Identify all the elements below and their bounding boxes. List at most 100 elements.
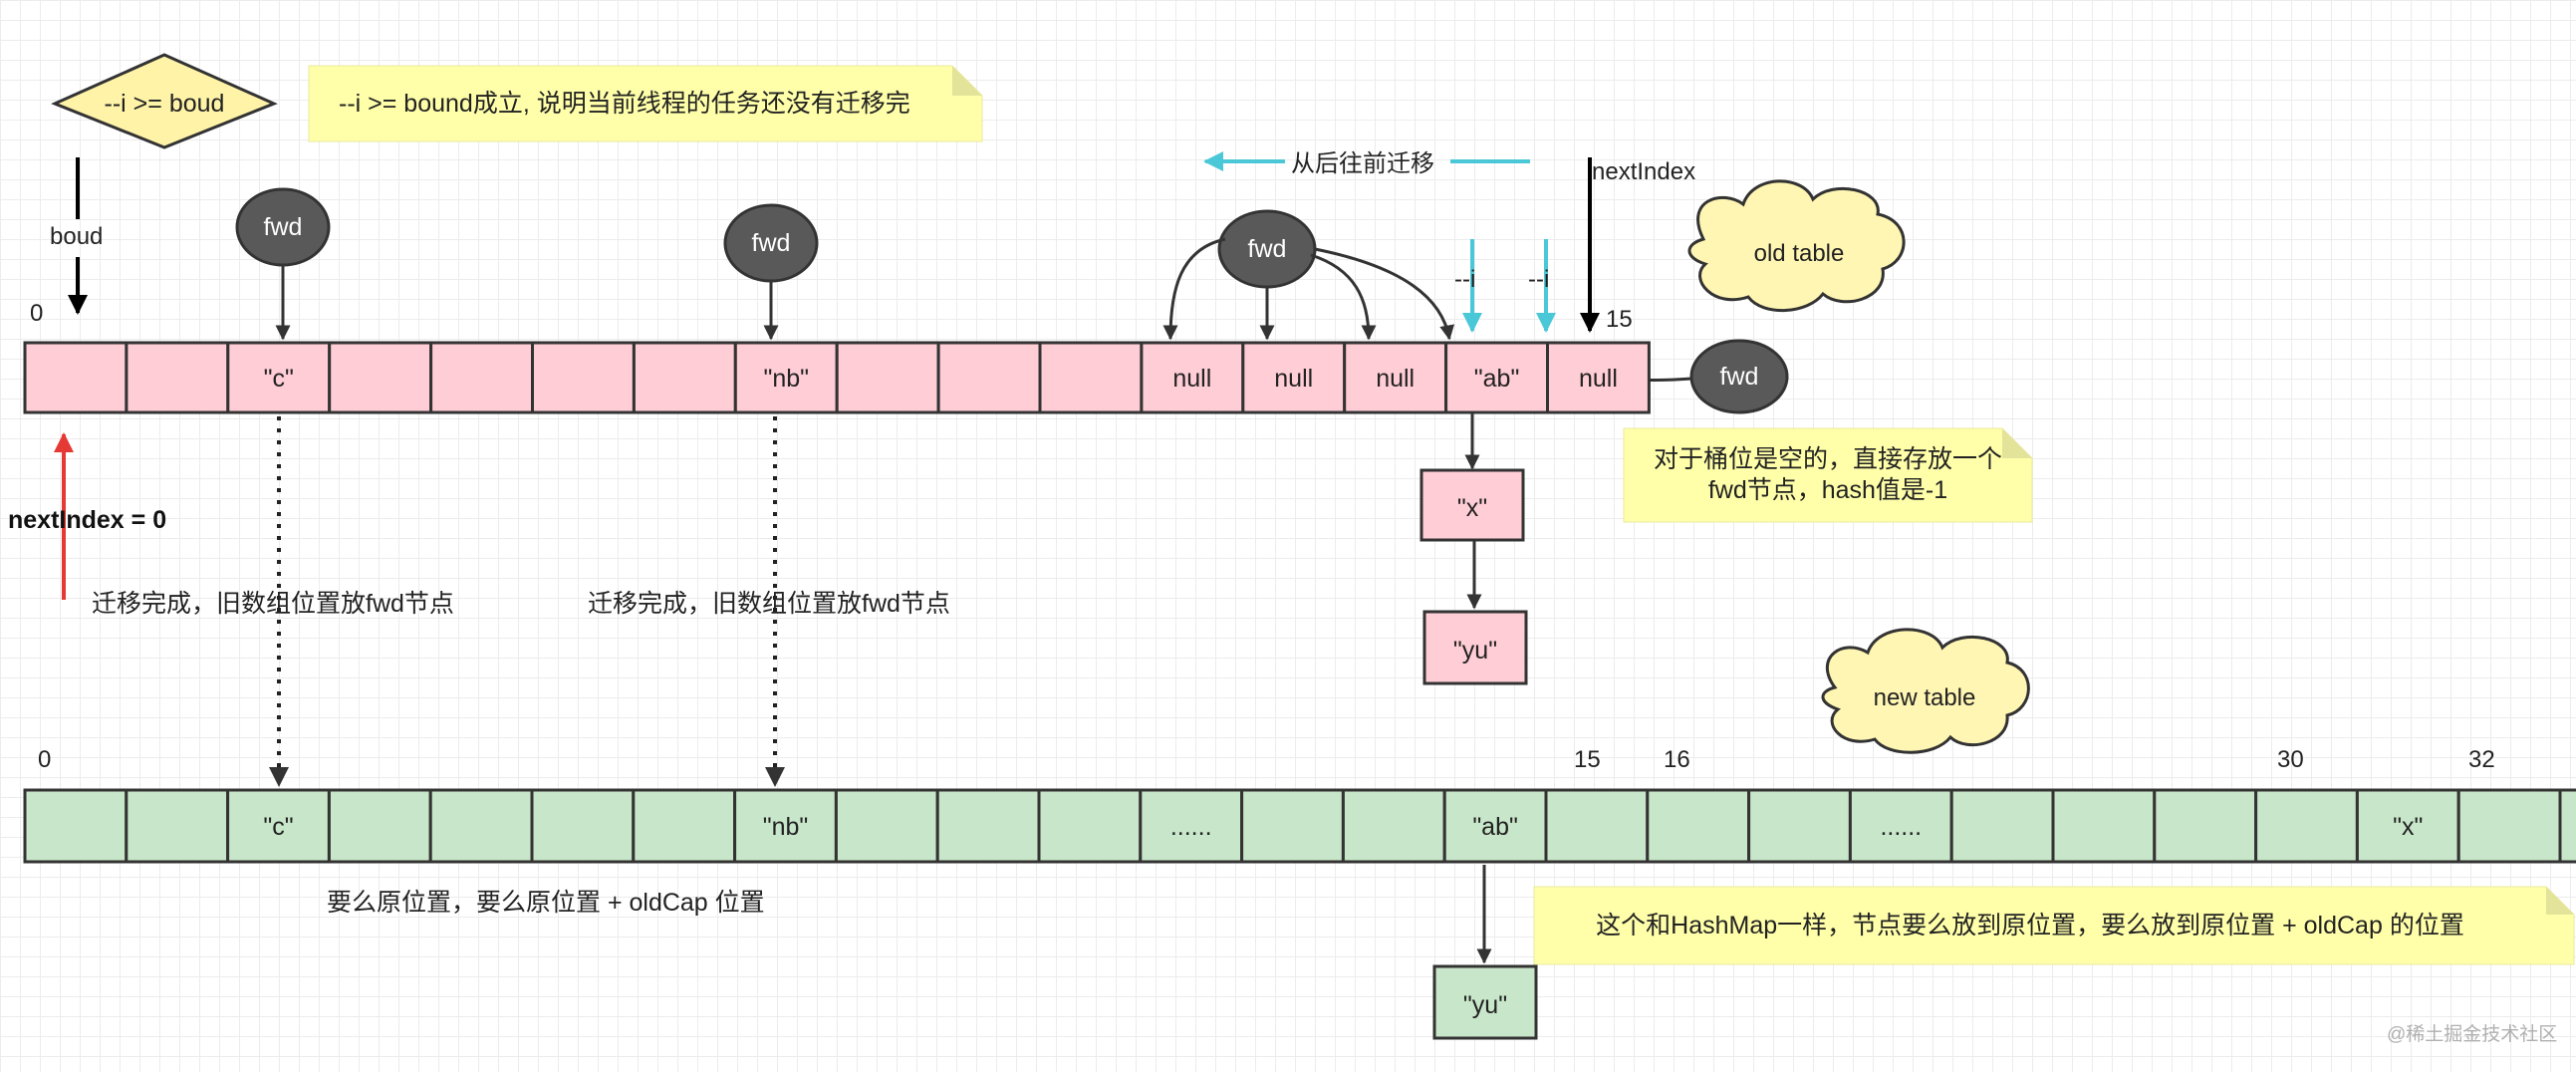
dec-i-label: --i [1454, 266, 1475, 293]
new-table-cell: "c" [226, 788, 331, 864]
fwd-arrow [1314, 247, 1455, 341]
note-top-text: --i >= bound成立, 说明当前线程的任务还没有迁移完 [339, 90, 910, 118]
chain-node-label: "x" [1457, 494, 1487, 522]
old-table-cell-label: null [1376, 365, 1415, 393]
note-empty-bucket-line2: fwd节点，hash值是-1 [1708, 476, 1947, 504]
old-table-cell [23, 341, 129, 414]
new-table-cell [1544, 788, 1650, 864]
fwd-label: fwd [1720, 363, 1759, 391]
fwd-label: fwd [264, 213, 303, 241]
decision-label: --i >= boud [105, 90, 225, 118]
new-table-cell [1240, 788, 1345, 864]
old-table-cell: null [1343, 341, 1448, 414]
old-table-cell [125, 341, 230, 414]
new-index-label: 15 [1574, 746, 1601, 773]
new-table-cell [1646, 788, 1751, 864]
decision-diamond: --i >= boud [51, 53, 278, 149]
note-empty-bucket: 对于桶位是空的，直接存放一个 fwd节点，hash值是-1 [1623, 427, 2033, 523]
new-table-cell-label: ...... [1880, 813, 1922, 841]
migrated-caption: 迁移完成，旧数组位置放fwd节点 [588, 590, 950, 618]
note-empty-bucket-line1: 对于桶位是空的，直接存放一个 [1654, 445, 2002, 473]
old-table-cell [1038, 341, 1144, 414]
new-chain-node: "yu" [1432, 964, 1538, 1040]
new-position-caption: 要么原位置，要么原位置 + oldCap 位置 [327, 889, 765, 917]
chain-node: "x" [1419, 468, 1525, 542]
new-table-cell [632, 788, 737, 864]
new-chain-node-label: "yu" [1463, 991, 1507, 1019]
old-table-cell [328, 341, 433, 414]
new-table-cell: "nb" [733, 788, 838, 864]
old-table-cell: "c" [226, 341, 332, 414]
old-table-cell: null [1546, 341, 1651, 414]
note-hashmap-text: 这个和HashMap一样，节点要么放到原位置，要么放到原位置 + oldCap … [1596, 912, 2464, 939]
fwd-label: fwd [752, 229, 791, 257]
new-table-cell: ...... [1848, 788, 1953, 864]
fwd-node-shared: fwd [1217, 209, 1317, 289]
dec-i-label: --i [1528, 266, 1549, 293]
old-table-cell-label: null [1579, 365, 1618, 393]
old-table-cloud-label: old table [1754, 240, 1845, 267]
old-table-cell: "nb" [733, 341, 839, 414]
new-table: "c" "nb"...... "ab"...... "x" [23, 788, 2576, 864]
new-table-cell [2153, 788, 2258, 864]
next-index-label: nextIndex [1592, 158, 1695, 185]
new-table-cell [1949, 788, 2055, 864]
old-table-cell-label: "ab" [1474, 365, 1520, 393]
boud-label: boud [50, 223, 103, 250]
new-table-cell [834, 788, 939, 864]
new-table-cell [935, 788, 1041, 864]
new-table-cell [1037, 788, 1143, 864]
fwd-node: fwd [235, 187, 331, 267]
next-index-zero: nextIndex = 0 [8, 506, 166, 534]
new-table-cell [327, 788, 432, 864]
new-table-cell [428, 788, 534, 864]
new-table-cloud: new table [1821, 628, 2030, 754]
old-table-cell [531, 341, 636, 414]
new-table-cell [530, 788, 636, 864]
new-table-cell: "ab" [1442, 788, 1548, 864]
old-table-cloud: old table [1687, 179, 1906, 312]
old-table: "c" "nb" null null null "ab" null [23, 341, 1651, 414]
old-table-cell: "ab" [1444, 341, 1549, 414]
old-table-cell-label: null [1172, 365, 1211, 393]
fwd-node-right: fwd [1689, 339, 1789, 414]
new-index-label: 32 [2468, 746, 2495, 773]
new-index-label: 16 [1664, 746, 1690, 773]
migrated-caption: 迁移完成，旧数组位置放fwd节点 [92, 590, 454, 618]
new-table-cell-label: "x" [2393, 813, 2423, 841]
chain-node: "yu" [1422, 610, 1528, 685]
new-table-cell-label: "ab" [1472, 813, 1518, 841]
note-top: --i >= bound成立, 说明当前线程的任务还没有迁移完 [308, 65, 983, 142]
new-table-cell-label: ...... [1170, 813, 1212, 841]
watermark: @稀土掘金技术社区 [2387, 1023, 2557, 1045]
new-table-cell: "x" [2355, 788, 2460, 864]
new-index-label: 30 [2277, 746, 2304, 773]
fwd-arrow [1162, 237, 1226, 341]
old-index-start: 0 [30, 300, 43, 327]
chain-node-label: "yu" [1453, 637, 1497, 665]
fwd-label: fwd [1248, 235, 1287, 263]
old-table-cell: null [1140, 341, 1245, 414]
new-table-cell [125, 788, 230, 864]
new-table-cloud-label: new table [1874, 684, 1976, 711]
new-table-cell-label: "nb" [763, 813, 809, 841]
old-table-cell: null [1241, 341, 1347, 414]
new-table-cell [2456, 788, 2562, 864]
new-table-cell [2051, 788, 2157, 864]
new-table-cell [1341, 788, 1446, 864]
new-index-label: 0 [38, 746, 51, 773]
new-table-cell [1747, 788, 1852, 864]
old-index-end: 15 [1606, 306, 1633, 333]
fwd-arrow [1310, 253, 1377, 341]
old-table-cell [936, 341, 1042, 414]
new-table-cell [2254, 788, 2359, 864]
old-table-cell [632, 341, 737, 414]
new-table-cell [23, 788, 129, 864]
old-table-cell [429, 341, 535, 414]
old-table-cell-label: "c" [264, 365, 294, 393]
fwd-node: fwd [723, 203, 819, 283]
new-table-cell-label: "c" [263, 813, 293, 841]
old-table-cell-label: "nb" [763, 365, 809, 393]
old-table-cell [835, 341, 940, 414]
